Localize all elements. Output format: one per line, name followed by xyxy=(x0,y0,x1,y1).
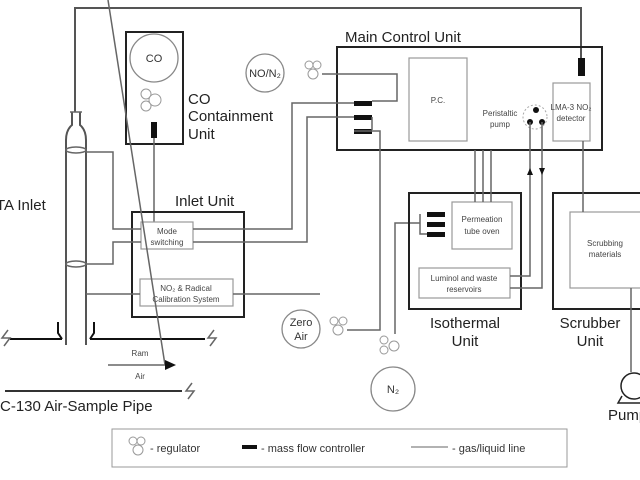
break-mark-right xyxy=(206,329,218,347)
n2-regulator-icon xyxy=(379,335,400,355)
peristaltic-pump-icon xyxy=(522,104,548,130)
luminol-waste-line xyxy=(510,122,543,289)
isothermal-unit xyxy=(408,192,522,310)
zero-air-label-1: Zero xyxy=(290,317,313,329)
scrubber-label-1: Scrubber xyxy=(560,315,621,332)
mfc-2 xyxy=(354,115,372,120)
cvi-inlet-label: TA Inlet xyxy=(0,197,47,214)
legend-regulator-icon xyxy=(128,436,146,456)
ram-air-arrowhead-icon xyxy=(165,360,176,370)
n2-line xyxy=(394,222,420,334)
detector-label-1: LMA-3 NO₂ xyxy=(551,103,592,112)
inlet-unit-label: Inlet Unit xyxy=(175,193,235,210)
no-n2-cylinder xyxy=(245,53,285,93)
calibration-label-1: NO₂ & Radical xyxy=(160,284,212,293)
break-mark-left xyxy=(0,329,12,347)
zero-air-label-2: Air xyxy=(294,331,308,343)
inlet-line-2 xyxy=(86,241,141,265)
co-cylinder xyxy=(129,33,179,83)
flow-up-arrow-icon xyxy=(527,168,533,175)
air-label: Air xyxy=(135,372,145,381)
scrubber-label-2: Unit xyxy=(577,333,605,350)
scrubbing-label-1: Scrubbing xyxy=(587,239,623,248)
no-n2-regulator-icon xyxy=(304,60,322,80)
n2-label: N₂ xyxy=(387,384,399,396)
no-line xyxy=(322,73,398,102)
flow-down-arrow-icon xyxy=(539,168,545,175)
n2-cylinder xyxy=(370,366,416,412)
perm-mfc-3 xyxy=(427,232,445,237)
reservoirs-box xyxy=(418,267,511,299)
permeation-label-2: tube oven xyxy=(464,227,499,236)
zero-air-cylinder xyxy=(281,309,321,349)
inlet-line-1 xyxy=(86,151,141,230)
legend-mfc-icon xyxy=(242,445,257,449)
perm-mfc-1 xyxy=(427,212,445,217)
isothermal-label-2: Unit xyxy=(452,333,480,350)
perm-mfc-2 xyxy=(427,222,445,227)
reservoirs-label-2: reservoirs xyxy=(446,285,481,294)
pump-label: Pump xyxy=(608,407,640,424)
pc-label: P.C. xyxy=(431,96,446,105)
legend-box xyxy=(111,428,568,468)
inlet-unit xyxy=(131,211,245,318)
detector-box xyxy=(552,82,591,142)
co-unit-label-2: Containment xyxy=(188,108,274,125)
co-mfc xyxy=(151,122,157,138)
pc-box xyxy=(408,57,468,142)
cvi-inlet-tube xyxy=(65,111,87,345)
mode-to-main-line-1 xyxy=(193,102,354,230)
detector-label-2: detector xyxy=(557,114,586,123)
perm-manifold xyxy=(419,214,427,235)
legend-mfc: - mass flow controller xyxy=(261,443,365,455)
mode-switching-box xyxy=(140,221,194,250)
co-unit-label-3: Unit xyxy=(188,126,216,143)
inlet-flanges xyxy=(57,322,95,340)
peristaltic-label-1: Peristaltic xyxy=(483,109,518,118)
zero-air-regulator-icon xyxy=(329,316,348,336)
ram-air-arrow xyxy=(107,0,166,366)
scrubbing-label-2: materials xyxy=(589,250,621,259)
main-control-label: Main Control Unit xyxy=(345,29,462,46)
legend-line: - gas/liquid line xyxy=(452,443,525,455)
co-unit-label-1: CO xyxy=(188,91,211,108)
air-sample-pipe-label: C-130 Air-Sample Pipe xyxy=(0,398,153,415)
ram-label: Ram xyxy=(132,349,149,358)
permeation-box xyxy=(451,201,513,250)
mode-to-main-line-2 xyxy=(193,116,354,243)
top-gas-line xyxy=(74,7,582,112)
zero-air-line xyxy=(347,130,381,331)
calibration-label-2: Calibration System xyxy=(152,295,219,304)
permeation-label-1: Permeation xyxy=(462,215,503,224)
mode-label-1: Mode xyxy=(157,227,178,236)
pump-icon xyxy=(616,372,640,404)
legend-regulator: - regulator xyxy=(150,443,200,455)
break-mark-pipe xyxy=(184,382,196,400)
peristaltic-label-2: pump xyxy=(490,120,511,129)
detector-mfc xyxy=(578,58,585,76)
scrubber-unit xyxy=(552,192,640,310)
scrubbing-box xyxy=(569,211,640,289)
co-regulator-icon xyxy=(140,88,162,112)
isothermal-label-1: Isothermal xyxy=(430,315,500,332)
main-control-unit xyxy=(336,46,603,151)
mfc-1 xyxy=(354,101,372,106)
co-label: CO xyxy=(146,53,163,65)
reservoirs-label-1: Luminol and waste xyxy=(431,274,498,283)
mode-label-2: switching xyxy=(151,238,184,247)
no-n2-label: NO/N₂ xyxy=(249,68,281,80)
